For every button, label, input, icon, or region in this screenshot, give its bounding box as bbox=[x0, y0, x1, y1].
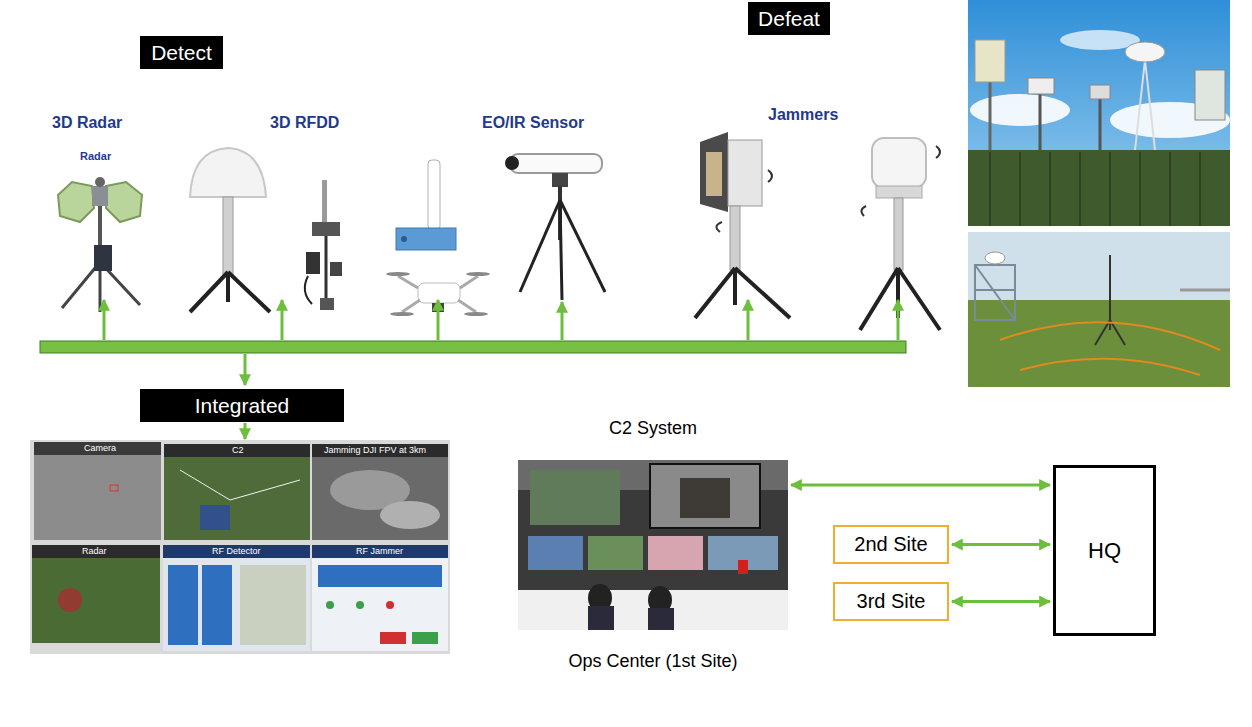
screen-title: Jamming DJI FPV at 3km bbox=[324, 445, 426, 455]
device-label: Jammers bbox=[768, 106, 838, 124]
network-bus bbox=[40, 300, 906, 439]
node-text: Integrated bbox=[195, 394, 290, 418]
device-label: 3D Radar bbox=[52, 114, 122, 132]
link-arrow bbox=[952, 543, 1050, 546]
node-text: Defeat bbox=[758, 7, 820, 31]
node-text: Ops Center (1st Site) bbox=[568, 651, 737, 672]
screen-title: C2 bbox=[232, 445, 244, 455]
radar-device bbox=[58, 177, 142, 312]
ops-center-photo bbox=[518, 460, 788, 630]
omni-jammer bbox=[860, 138, 940, 330]
site-box: 2nd Site bbox=[833, 525, 949, 564]
device-label: 3D RFDD bbox=[270, 114, 339, 132]
link-arrow bbox=[952, 600, 1050, 603]
eo-ir-camera bbox=[505, 154, 605, 300]
node-text: HQ bbox=[1088, 538, 1121, 564]
site-box: 3rd Site bbox=[833, 582, 949, 621]
field-photo bbox=[968, 232, 1230, 387]
node-text: C2 System bbox=[609, 418, 697, 439]
hq-box: HQ bbox=[1053, 465, 1156, 636]
node-text: 3rd Site bbox=[857, 590, 926, 613]
link-arrow bbox=[791, 484, 1050, 487]
device-label: Radar bbox=[80, 150, 111, 162]
node-text: Detect bbox=[151, 41, 212, 65]
screen-title: Radar bbox=[82, 546, 107, 556]
directional-jammer bbox=[695, 132, 790, 318]
site-photo bbox=[968, 0, 1230, 226]
screen-title: RF Detector bbox=[212, 546, 261, 556]
ops-center: C2 SystemOps Center (1st Site) bbox=[518, 418, 788, 672]
rf-detector-device bbox=[305, 180, 342, 310]
rf-dome-sensor bbox=[190, 148, 270, 312]
rf-sensor-and-drone bbox=[386, 160, 490, 316]
section-tag: Integrated bbox=[140, 389, 344, 422]
screen-title: Camera bbox=[84, 443, 116, 453]
device-label: EO/IR Sensor bbox=[482, 114, 584, 132]
integrated-screens bbox=[30, 440, 450, 654]
node-text: 2nd Site bbox=[854, 533, 927, 556]
section-tag: Defeat bbox=[748, 2, 830, 35]
screen-title: RF Jammer bbox=[356, 546, 403, 556]
section-tag: Detect bbox=[140, 36, 223, 69]
